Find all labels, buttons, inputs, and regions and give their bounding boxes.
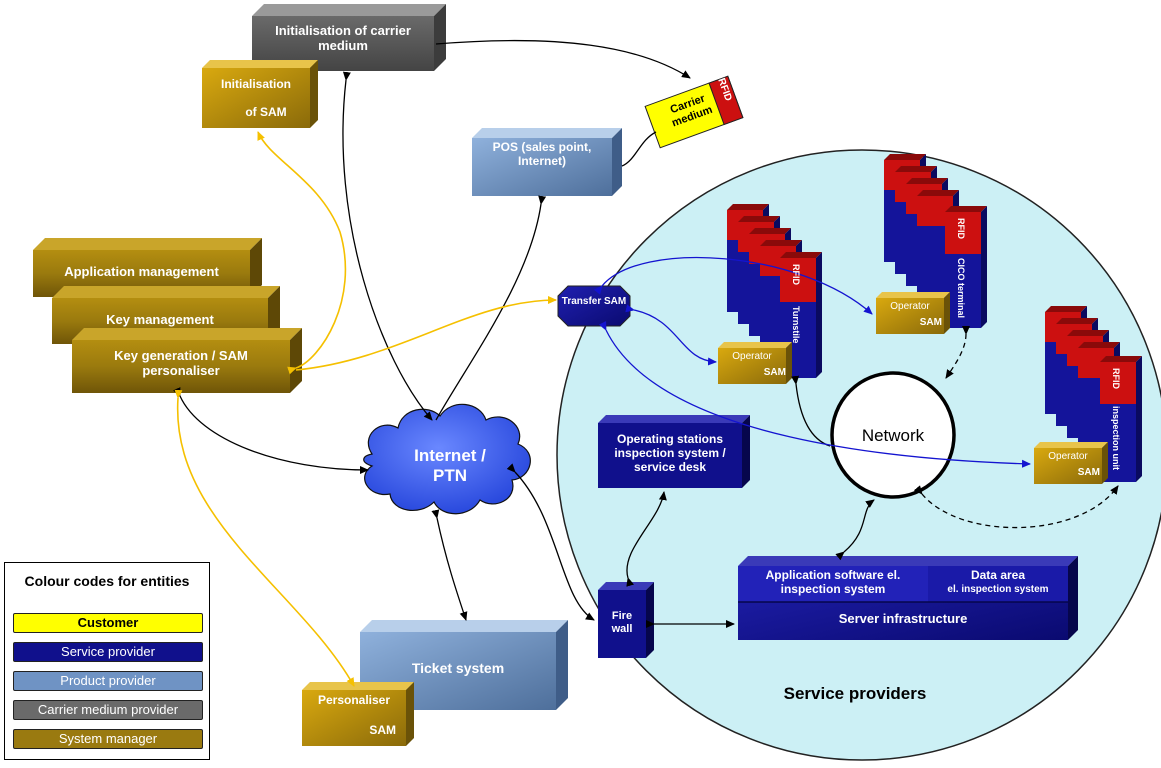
arrow-init-to-internet: [342, 71, 433, 421]
personaliser-sam-box: [302, 682, 414, 746]
cico-stack: [884, 154, 987, 328]
arrow-server-to-network: [835, 499, 875, 561]
server-group: [738, 556, 1078, 640]
arrow-internet-to-ticket: [431, 509, 468, 621]
arrow-keygen-to-transfer: [295, 296, 557, 371]
arrow-firewall-to-operating: [626, 491, 667, 587]
arrow-network-to-inspection: [913, 485, 1119, 529]
cico-rfid-label: RFID: [956, 218, 966, 239]
operator-sam-box-cico: [876, 292, 950, 334]
transfer-sam-shape: [557, 285, 631, 327]
arrow-keygen-to-init-sam: [257, 131, 347, 375]
legend-item-customer: Customer: [13, 613, 203, 633]
pos-box: [472, 128, 622, 196]
carrier-medium-card: [644, 75, 744, 149]
legend-item-system-manager: System manager: [13, 729, 203, 749]
turnstile-label: Turnstile: [791, 306, 801, 344]
operator-sam-box-inspection: [1034, 442, 1108, 484]
arrow-keygen-to-personaliser: [174, 389, 355, 687]
legend-title: Colour codes for entities: [24, 573, 190, 589]
legend-item-service-provider: Service provider: [13, 642, 203, 662]
operator-sam-box-turnstile: [718, 342, 792, 384]
arrow-pos-to-internet: [435, 195, 547, 421]
arrow-keygen-to-internet: [173, 387, 369, 474]
cico-terminal-label: CICO terminal: [956, 258, 966, 319]
init-sam-box: [202, 60, 318, 128]
operating-stations-box: [598, 415, 750, 488]
keygen-box: [72, 328, 302, 393]
connectors: [173, 39, 1119, 687]
legend-item-carrier-medium-provider: Carrier medium provider: [13, 700, 203, 720]
inspection-rfid-label: RFID: [1111, 368, 1121, 389]
arrow-transfer-to-inspection: [598, 321, 1031, 468]
init-carrier-box: [252, 4, 446, 71]
internet-cloud: [363, 403, 531, 515]
line-pos-to-carrier: [621, 131, 657, 167]
arrow-internet-to-firewall: [506, 463, 595, 621]
legend-item-product-provider: Product provider: [13, 671, 203, 691]
arrow-init-to-carrier: [435, 39, 691, 79]
arrow-transfer-to-cico: [593, 256, 873, 315]
inspection-unit-stack: [1045, 306, 1142, 482]
firewall-box: [598, 582, 654, 658]
network-circle: [830, 371, 956, 499]
colour-legend: Colour codes for entities Customer Servi…: [4, 562, 210, 760]
inspection-unit-label: inspection unit: [1111, 406, 1121, 470]
turnstile-rfid-label: RFID: [791, 264, 801, 285]
